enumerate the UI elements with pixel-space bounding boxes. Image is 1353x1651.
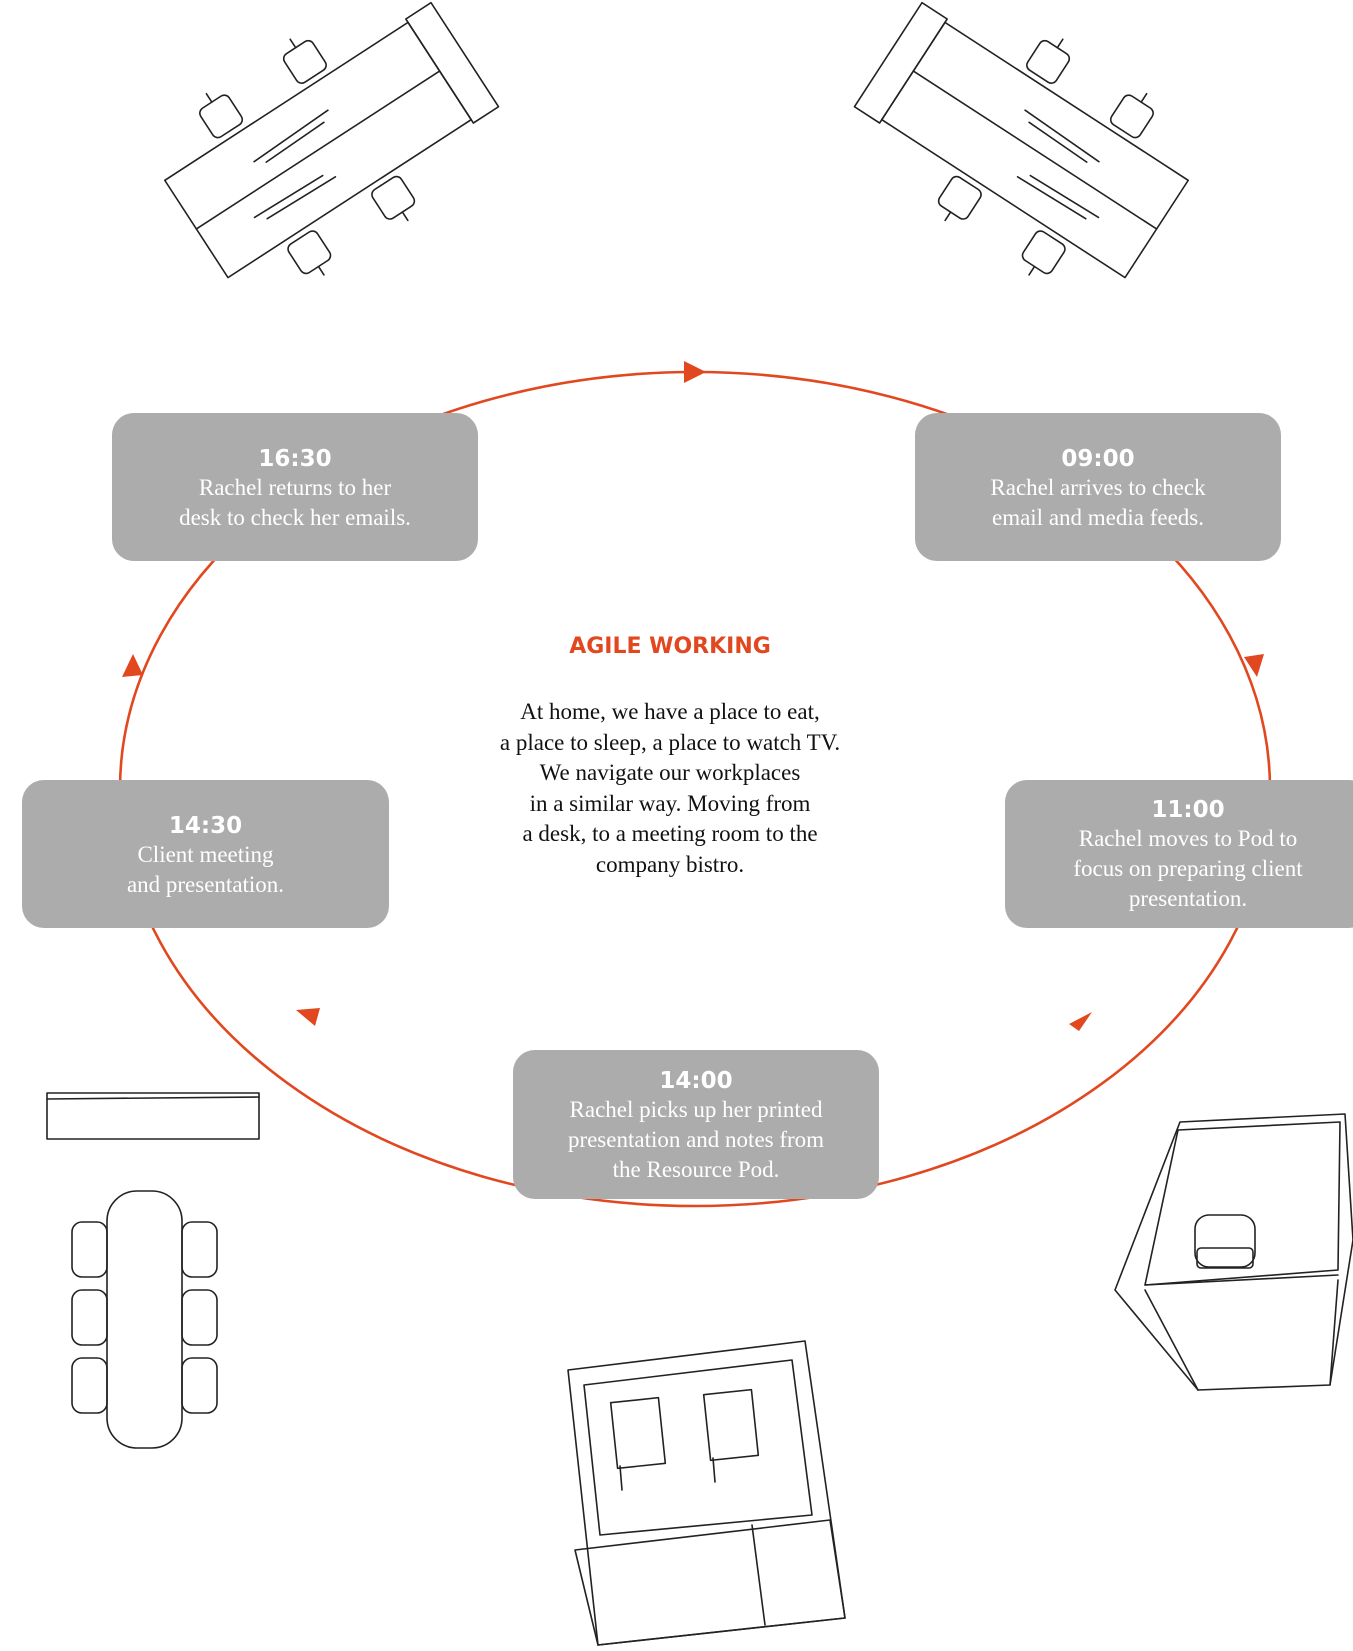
node-desc-line: email and media feeds. xyxy=(991,505,1205,530)
diagram-title: AGILE WORKING xyxy=(569,634,771,659)
node-desc-line: Rachel moves to Pod to xyxy=(1078,826,1298,851)
diagram-description: At home, we have a place to eat, a place… xyxy=(470,697,870,880)
resource-pod-sketch-icon xyxy=(567,1340,846,1646)
timeline-node-1430: 14:30 Client meeting and presentation. xyxy=(22,780,389,928)
node-time: 14:30 xyxy=(168,813,243,839)
desk-cluster-sketch-icon xyxy=(853,1,1189,279)
timeline-node-1630: 16:30 Rachel returns to her desk to chec… xyxy=(112,413,478,561)
node-time: 11:00 xyxy=(1151,797,1225,823)
node-desc-line: presentation. xyxy=(1128,886,1248,911)
description-line: a place to sleep, a place to watch TV. xyxy=(499,729,841,755)
node-time: 16:30 xyxy=(258,446,332,472)
timeline-node-0900: 09:00 Rachel arrives to check email and … xyxy=(915,413,1281,561)
arrow-head-right-lower-icon xyxy=(1069,1012,1092,1031)
arrow-head-top-icon xyxy=(684,361,706,383)
description-line: At home, we have a place to eat, xyxy=(520,699,820,724)
desk-cluster-sketch-icon xyxy=(164,1,500,279)
description-line: a desk, to a meeting room to the xyxy=(522,821,818,846)
node-time: 09:00 xyxy=(1061,446,1135,472)
arrow-head-bottom-left-icon xyxy=(296,1008,320,1026)
node-desc-line: Rachel arrives to check xyxy=(990,475,1206,500)
node-desc-line: Rachel returns to her xyxy=(198,475,392,500)
node-desc-line: and presentation. xyxy=(126,872,285,897)
timeline-node-1100: 11:00 Rachel moves to Pod to focus on pr… xyxy=(1005,780,1353,928)
node-time: 14:00 xyxy=(659,1068,733,1094)
description-line: company bistro. xyxy=(595,851,745,877)
arrow-head-right-upper-icon xyxy=(1244,654,1264,677)
description-line: We navigate our workplaces xyxy=(539,760,801,785)
arrow-head-left-icon xyxy=(122,654,143,677)
node-desc-line: focus on preparing client xyxy=(1073,856,1303,881)
node-desc-line: Rachel picks up her printed xyxy=(569,1097,823,1122)
node-desc-line: presentation and notes from xyxy=(567,1127,825,1152)
node-desc-line: desk to check her emails. xyxy=(179,505,411,530)
node-desc-line: Client meeting xyxy=(137,842,274,867)
timeline-node-1400: 14:00 Rachel picks up her printed presen… xyxy=(513,1050,879,1199)
node-desc-line: the Resource Pod. xyxy=(612,1157,780,1182)
pod-sketch-icon xyxy=(1114,1113,1353,1391)
meeting-table-sketch-icon xyxy=(46,1092,260,1449)
description-line: in a similar way. Moving from xyxy=(529,790,811,816)
